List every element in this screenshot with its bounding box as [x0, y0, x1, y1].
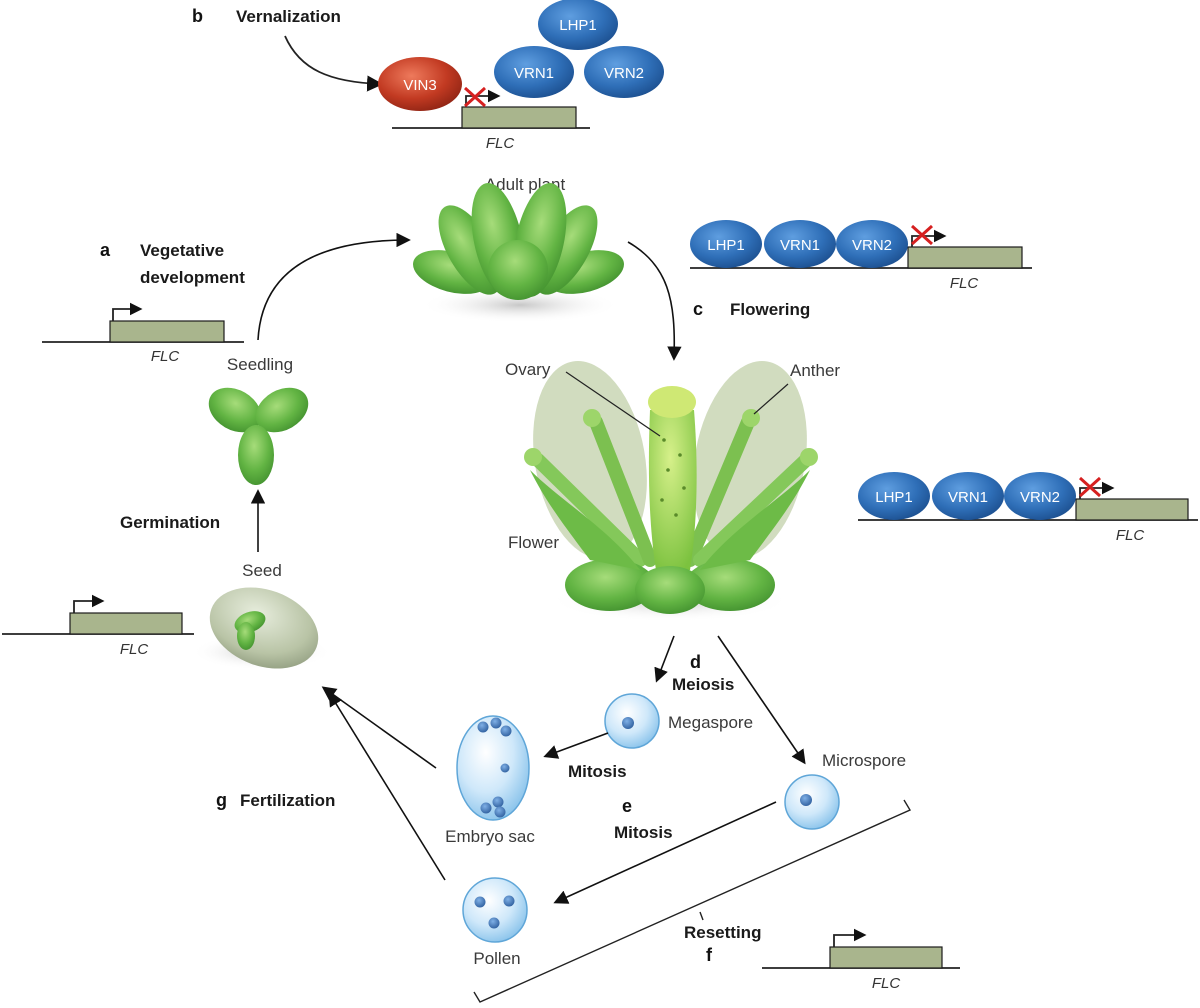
- lhp1-protein-b: LHP1: [538, 0, 618, 50]
- vrn2-label-c1: VRN2: [852, 237, 892, 254]
- lhp1-label-c2: LHP1: [875, 489, 913, 506]
- seed-label: Seed: [242, 561, 282, 580]
- panel-g-title: Fertilization: [240, 791, 335, 810]
- vrn1-protein-b: VRN1: [494, 46, 574, 98]
- seedling-illustration: [208, 387, 309, 485]
- microspore-label: Microspore: [822, 751, 906, 770]
- flc-label-f: FLC: [872, 975, 901, 992]
- vin3-label: VIN3: [403, 77, 436, 94]
- flc-label-c1: FLC: [950, 275, 979, 292]
- panel-d-letter: d: [690, 652, 701, 672]
- vrn2-label-c2: VRN2: [1020, 489, 1060, 506]
- anther-label: Anther: [790, 361, 840, 380]
- lhp1-protein-c1: LHP1: [690, 220, 762, 268]
- flc-gene-box-b: [461, 106, 577, 129]
- microspore-cell: [784, 774, 840, 830]
- panel-a-title-line2: development: [140, 268, 245, 287]
- meiosis-arrow-micro: [717, 635, 806, 765]
- repression-x-icon: [910, 224, 934, 246]
- vrn1-label-c1: VRN1: [780, 237, 820, 254]
- flc-label-b: FLC: [486, 135, 515, 152]
- seed-illustration: [192, 587, 332, 670]
- pollen-label: Pollen: [473, 949, 520, 968]
- embryo-sac-cell: [456, 715, 530, 821]
- flc-label-seed: FLC: [120, 641, 149, 658]
- panel-e-letter: e: [622, 796, 632, 816]
- vegetative-arrow: [257, 232, 411, 341]
- megaspore-cell: [604, 693, 660, 749]
- flc-label-a: FLC: [151, 348, 180, 365]
- repression-x-icon: [1078, 476, 1102, 498]
- anther-pointer: [753, 383, 789, 415]
- panel-d-title: Meiosis: [672, 675, 734, 694]
- embryo-sac-label: Embryo sac: [445, 827, 535, 846]
- panel-c-title: Flowering: [730, 300, 810, 319]
- vrn2-protein-c1: VRN2: [836, 220, 908, 268]
- ovary-label: Ovary: [505, 360, 551, 379]
- fertilization-arrow-embryo: [321, 686, 437, 769]
- panel-a-title-line1: Vegetative: [140, 241, 224, 260]
- seedling-label: Seedling: [227, 355, 293, 374]
- meiosis-arrow-mega: [654, 635, 675, 683]
- mitosis-arrow-embryo: [543, 732, 609, 759]
- resetting-bracket-tick: [699, 911, 704, 921]
- panel-f-title: Resetting: [684, 923, 761, 942]
- flc-gene-box-a: [109, 320, 225, 343]
- panel-g-letter: g: [216, 790, 227, 810]
- flc-gene-box-seed: [69, 612, 183, 635]
- adult-plant-illustration: [413, 183, 624, 323]
- resetting-bracket: [473, 799, 912, 1003]
- flc-gene-box-c1: [907, 246, 1023, 269]
- fertilization-arrow-pollen: [328, 691, 446, 881]
- vrn1-label-c2: VRN1: [948, 489, 988, 506]
- panel-b-letter: b: [192, 6, 203, 26]
- flower-label: Flower: [508, 533, 559, 552]
- mitosis-embryo-label: Mitosis: [568, 762, 627, 781]
- flc-gene-box-c2: [1075, 498, 1189, 521]
- panel-b-title: Vernalization: [236, 7, 341, 26]
- panel-e-title: Mitosis: [614, 823, 673, 842]
- repression-x-icon: [463, 86, 487, 108]
- lhp1-protein-c2: LHP1: [858, 472, 930, 520]
- mitosis-arrow-pollen: [553, 801, 777, 904]
- vrn2-protein-c2: VRN2: [1004, 472, 1076, 520]
- flowering-arrow: [627, 241, 682, 361]
- germination-label: Germination: [120, 513, 220, 532]
- flc-tss-arrow-a: [112, 302, 143, 321]
- vrn1-protein-c1: VRN1: [764, 220, 836, 268]
- vrn1-label-b: VRN1: [514, 65, 554, 82]
- vrn2-label-b: VRN2: [604, 65, 644, 82]
- flc-tss-arrow-seed: [73, 594, 105, 613]
- flower-illustration: [524, 361, 818, 622]
- flc-gene-box-f: [829, 946, 943, 969]
- panel-f-letter: f: [706, 945, 713, 965]
- lhp1-label-b: LHP1: [559, 17, 597, 34]
- pollen-cell: [462, 877, 528, 943]
- panel-a-letter: a: [100, 240, 111, 260]
- lhp1-label-c1: LHP1: [707, 237, 745, 254]
- vin3-protein: VIN3: [378, 57, 462, 111]
- panel-c-letter: c: [693, 299, 703, 319]
- flc-tss-arrow-f: [833, 928, 867, 947]
- flc-label-c2: FLC: [1116, 527, 1145, 544]
- vrn2-protein-b: VRN2: [584, 46, 664, 98]
- vrn1-protein-c2: VRN1: [932, 472, 1004, 520]
- megaspore-label: Megaspore: [668, 713, 753, 732]
- ovary-pointer: [565, 371, 661, 437]
- vernalization-arrow: [284, 35, 384, 92]
